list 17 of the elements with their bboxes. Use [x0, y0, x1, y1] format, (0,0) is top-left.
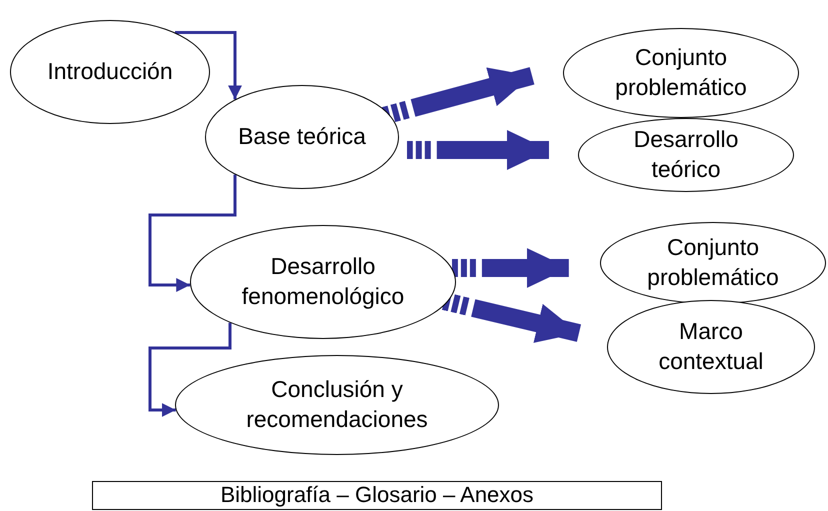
block-arrow	[382, 67, 534, 125]
node-label: Introducción	[47, 57, 173, 86]
text-box	[92, 481, 662, 510]
block-arrow	[442, 292, 582, 343]
node-label: Base teórica	[238, 122, 366, 152]
node-label: Desarrollo teórico	[632, 125, 740, 184]
node-label: Bibliografía – Glosario – Anexos	[220, 481, 534, 510]
node-label: Conclusión y recomendaciones	[245, 375, 429, 434]
node-label: Conjunto problemático	[614, 43, 748, 102]
block-arrow	[406, 130, 549, 170]
node-label: Marco contextual	[658, 317, 764, 376]
arrow	[175, 30, 242, 100]
block-arrow	[452, 248, 569, 288]
arrow	[148, 322, 232, 417]
node-label: Conjunto problemático	[646, 233, 780, 292]
arrow	[148, 174, 236, 292]
node-label: Desarrollo fenomenológico	[240, 252, 406, 311]
